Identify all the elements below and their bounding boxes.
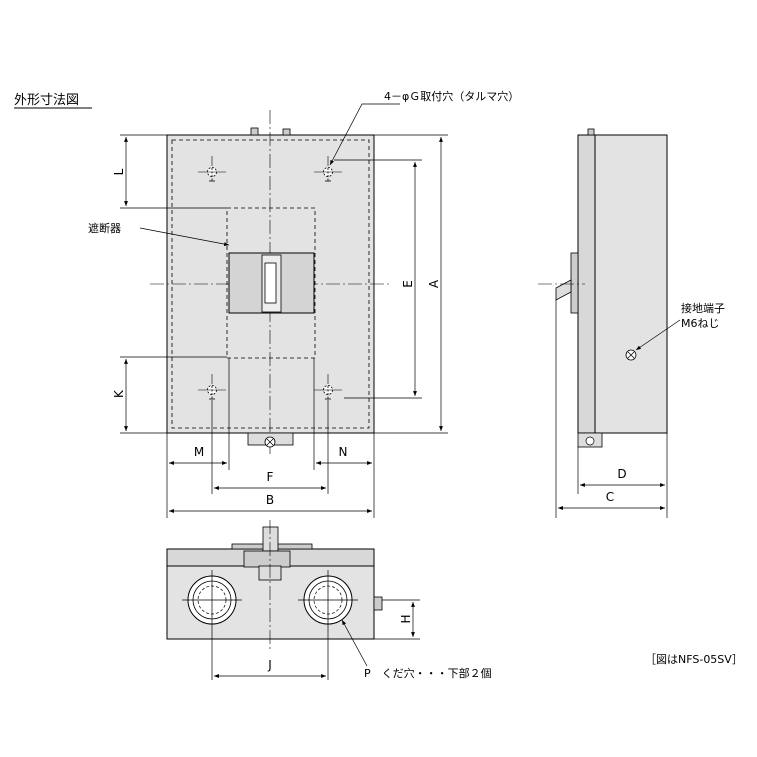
- mounting-hole-label: 4－φＧ取付穴（タルマ穴）: [384, 89, 519, 103]
- dim-B-label: B: [266, 493, 274, 507]
- dim-J-label: J: [267, 658, 272, 672]
- side-view: 接地端子 M6ねじ D C: [538, 128, 725, 518]
- bottom-view: J H P くだ穴・・・下部２個: [166, 520, 492, 680]
- dim-D-label: D: [617, 467, 626, 481]
- side-front-cover: [577, 134, 596, 434]
- top-stud-left: [250, 127, 259, 136]
- top-stud-right: [282, 128, 291, 136]
- dim-K-label: K: [112, 389, 126, 398]
- breaker-leader: [139, 227, 230, 247]
- dim-H-label: H: [399, 614, 413, 623]
- breaker-label: 遮断器: [88, 221, 121, 235]
- side-top-stud: [587, 128, 595, 136]
- ground-terminal-label: 接地端子: [681, 302, 725, 315]
- dim-L-label: L: [112, 168, 126, 175]
- ground-terminal-screw-label: M6ねじ: [681, 317, 720, 330]
- drawing-title: 外形寸法図: [14, 93, 79, 108]
- knockout-left: [182, 570, 242, 680]
- bottom-breaker-handle: [262, 526, 279, 552]
- breaker-area: [226, 207, 316, 359]
- side-breaker-handle: [555, 279, 572, 301]
- knockout-label: P くだ穴・・・下部２個: [364, 666, 492, 680]
- dim-E-label: E: [401, 280, 415, 288]
- knockout-right: [298, 570, 358, 680]
- dim-M-label: M: [194, 445, 204, 459]
- bottom-terminal-bracket: [243, 550, 291, 568]
- ground-terminal-leader: [635, 319, 681, 351]
- dim-N-label: N: [339, 445, 348, 459]
- knockout-leader: [341, 619, 368, 667]
- dim-C-label: C: [606, 490, 614, 504]
- front-view: L K A E M N F B 4－φＧ取付穴（タルマ穴） 遮断器: [88, 89, 519, 518]
- dim-F-label: F: [267, 470, 274, 484]
- breaker-lever: [264, 262, 277, 304]
- side-stud: [373, 596, 383, 611]
- model-note: ［図はNFS-05SV］: [645, 653, 743, 666]
- side-breaker-plate: [570, 252, 579, 314]
- dim-A-label: A: [427, 279, 441, 288]
- mounting-hole-leader: [329, 103, 400, 166]
